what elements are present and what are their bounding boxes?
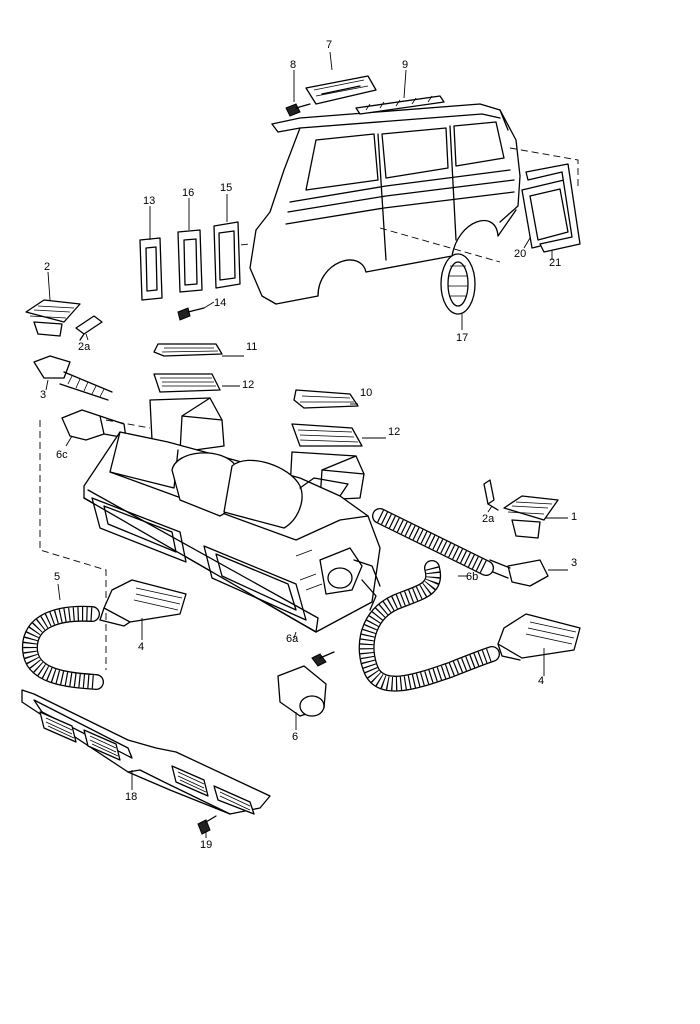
duct-part-3-left <box>33 355 113 401</box>
callout-labels: 7 8 9 13 16 15 14 17 20 21 2 2a 3 6c 11 … <box>40 39 577 851</box>
bottom-grille-part-18 <box>21 689 271 815</box>
callout-5: 5 <box>54 571 60 583</box>
callout-16: 16 <box>182 187 194 199</box>
callout-12-upper: 12 <box>242 379 254 391</box>
callout-3-left: 3 <box>40 389 46 401</box>
flex-hose-part-6b <box>372 508 494 576</box>
side-vent-part-1 <box>503 495 559 539</box>
duct-outlet-part-4-right <box>497 613 581 661</box>
callout-6c: 6c <box>56 449 68 461</box>
vent-grille-part-16 <box>177 229 203 293</box>
callout-19: 19 <box>200 839 212 851</box>
outlet-grille-part-10 <box>293 389 359 409</box>
callout-3-right: 3 <box>571 557 577 569</box>
duct-part-3-right <box>487 559 549 587</box>
callout-21: 21 <box>549 257 561 269</box>
callout-6a: 6a <box>286 633 299 645</box>
callout-8: 8 <box>290 59 296 71</box>
oval-vent-part-17 <box>440 253 476 315</box>
side-vent-part-2 <box>25 299 81 337</box>
callout-18: 18 <box>125 791 137 803</box>
callout-6: 6 <box>292 731 298 743</box>
vent-seal-part-15 <box>213 221 241 289</box>
callout-20: 20 <box>514 248 526 260</box>
screw-part-19 <box>197 815 217 835</box>
roof-strip-part-9 <box>355 95 445 115</box>
callout-2a-right: 2a <box>482 513 495 525</box>
callout-17: 17 <box>456 332 468 344</box>
callout-14: 14 <box>214 297 226 309</box>
clip-part-2a-right <box>483 479 499 511</box>
callout-12-lower: 12 <box>388 426 400 438</box>
leader-lines <box>45 51 568 838</box>
screw-part-14 <box>177 307 205 321</box>
rear-vent-frame-part-21 <box>525 163 581 253</box>
outlet-frame-part-12-lower <box>291 423 363 447</box>
clip-part-2a-left <box>75 315 103 341</box>
callout-4-left: 4 <box>138 641 144 653</box>
callout-4-right: 4 <box>538 675 544 687</box>
callout-1: 1 <box>571 511 577 523</box>
roof-vent-part-7 <box>305 75 377 105</box>
dashboard-duct-housing <box>83 397 381 633</box>
callout-10: 10 <box>360 387 372 399</box>
callout-7: 7 <box>326 39 332 51</box>
vent-frame-part-13 <box>139 237 163 301</box>
callout-2a-left: 2a <box>78 341 91 353</box>
screw-part-8 <box>285 103 311 117</box>
duct-outlet-part-4-left <box>99 579 187 627</box>
flex-hose-part-5 <box>22 605 104 690</box>
outlet-grille-part-11 <box>153 343 223 357</box>
callout-2: 2 <box>44 261 50 273</box>
callout-9: 9 <box>402 59 408 71</box>
callout-13: 13 <box>143 195 155 207</box>
outlet-frame-part-12-upper <box>153 373 221 393</box>
elbow-duct-part-6 <box>277 651 335 717</box>
callout-6b: 6b <box>466 571 478 583</box>
flex-hose-part-6a <box>358 560 500 692</box>
vehicle-body <box>229 103 579 305</box>
duct-part-6c <box>61 409 127 441</box>
callout-15: 15 <box>220 182 232 194</box>
callout-11: 11 <box>246 341 257 353</box>
